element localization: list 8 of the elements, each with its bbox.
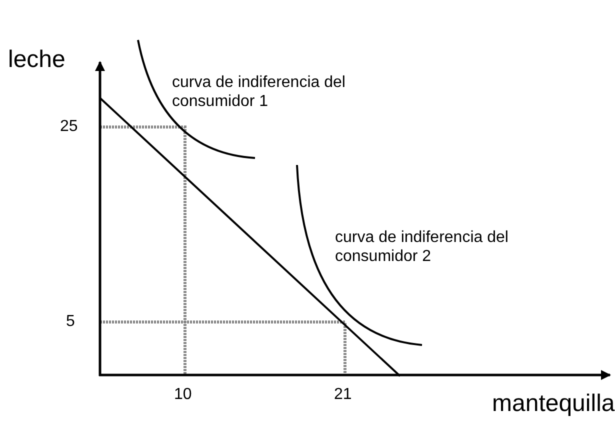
tick-label: 21	[334, 385, 352, 404]
axis-label: leche	[8, 46, 66, 75]
axis-label: mantequilla	[492, 390, 615, 419]
tick-label: 10	[174, 385, 192, 404]
curve-label: curva de indiferencia del consumidor 1	[172, 73, 346, 112]
tick-label: 25	[60, 117, 78, 136]
tick-label: 5	[66, 312, 75, 332]
curve-label: curva de indiferencia del consumidor 2	[335, 228, 510, 266]
